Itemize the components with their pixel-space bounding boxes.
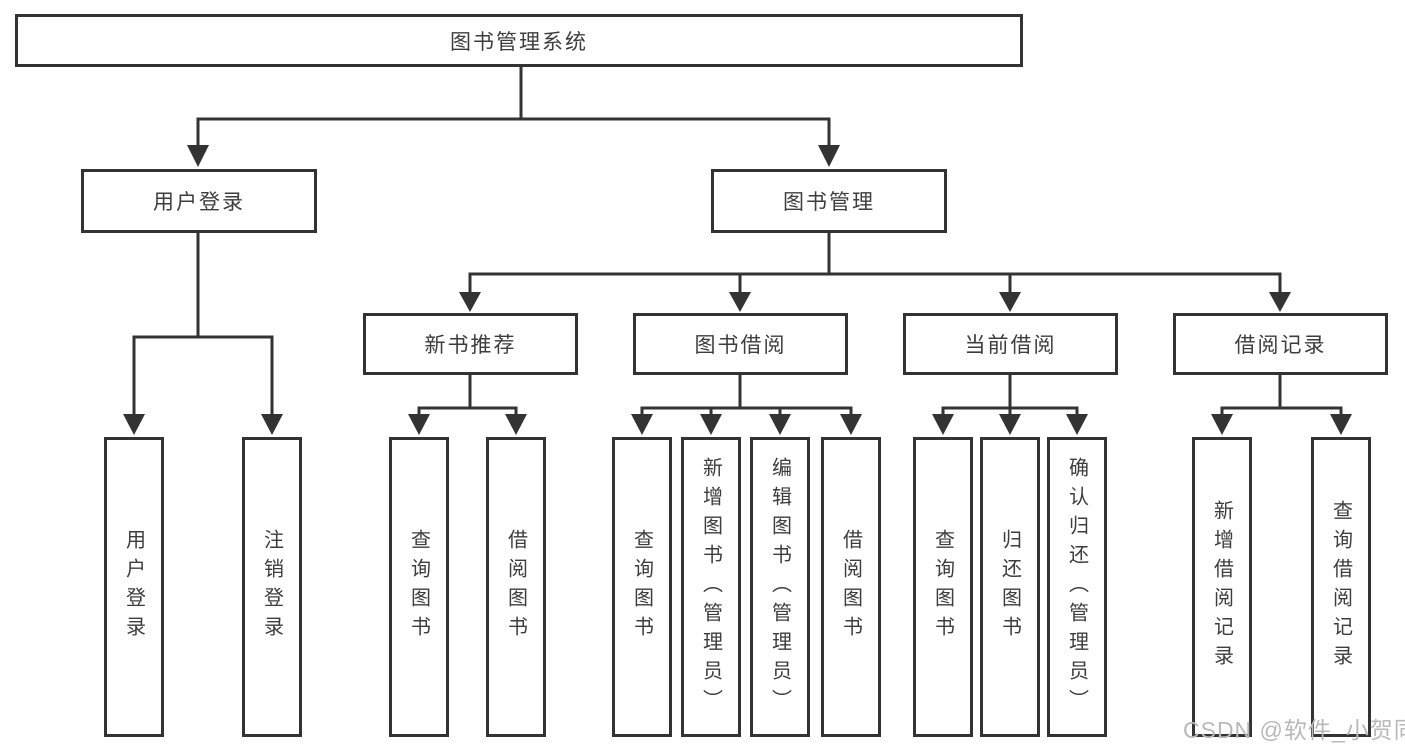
node-book-management: 图书管理 [711, 169, 947, 233]
node-borrow-records: 借阅记录 [1173, 313, 1388, 375]
node-add-books-admin: 新增图书（管理员） [681, 437, 741, 737]
node-return-books: 归还图书 [980, 437, 1040, 737]
node-query-books-borrow: 查询图书 [612, 437, 672, 737]
node-book-borrow: 图书借阅 [633, 313, 848, 375]
node-add-borrow-record: 新增借阅记录 [1192, 437, 1252, 737]
node-new-book-recommend: 新书推荐 [363, 313, 578, 375]
node-user-login-leaf: 用户登录 [104, 437, 164, 737]
node-confirm-return-admin: 确认归还（管理员） [1047, 437, 1107, 737]
node-user-login: 用户登录 [81, 169, 317, 233]
node-library-management-system: 图书管理系统 [15, 14, 1023, 67]
node-query-books-current: 查询图书 [913, 437, 973, 737]
node-logout-leaf: 注销登录 [242, 437, 302, 737]
node-current-borrow: 当前借阅 [903, 313, 1118, 375]
node-borrow-books-recommend: 借阅图书 [486, 437, 546, 737]
node-borrow-books-leaf: 借阅图书 [821, 437, 881, 737]
node-query-books-recommend: 查询图书 [389, 437, 449, 737]
connector-lines [132, 65, 1343, 418]
node-query-borrow-record: 查询借阅记录 [1311, 437, 1371, 737]
csdn-watermark: CSDN @软件_小贺同学 [1183, 717, 1405, 743]
node-edit-books-admin: 编辑图书（管理员） [750, 437, 810, 737]
